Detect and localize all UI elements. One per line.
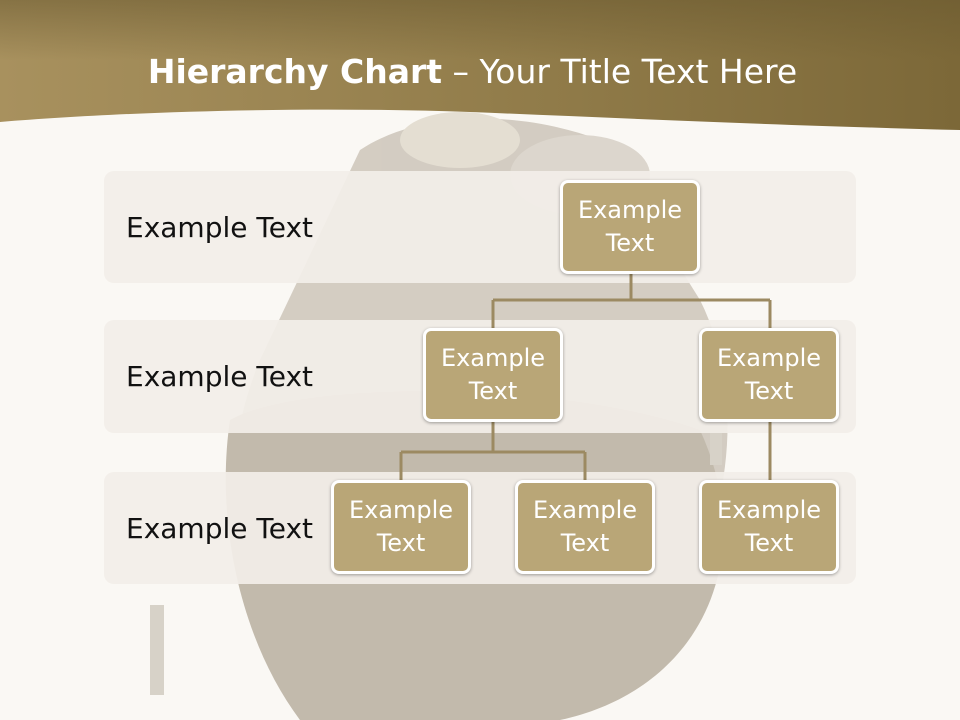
title-bold: Hierarchy Chart	[147, 52, 443, 91]
node-leaf-1-line1: Example	[348, 496, 454, 524]
level-band-1: Example Text	[104, 171, 856, 283]
slide-title: Hierarchy Chart – Your Title Text Here	[0, 52, 945, 91]
node-child-right-line1: Example	[716, 344, 822, 372]
node-leaf-3[interactable]: Example Text	[699, 480, 839, 574]
node-child-right[interactable]: Example Text	[699, 328, 839, 422]
node-root[interactable]: Example Text	[560, 180, 700, 274]
node-leaf-1[interactable]: Example Text	[331, 480, 471, 574]
node-root-line1: Example	[577, 196, 683, 224]
node-leaf-1-line2: Text	[376, 529, 426, 557]
node-leaf-3-line2: Text	[744, 529, 794, 557]
node-leaf-2[interactable]: Example Text	[515, 480, 655, 574]
level-label-2: Example Text	[126, 360, 314, 393]
node-leaf-2-line2: Text	[560, 529, 610, 557]
node-child-left-line2: Text	[468, 377, 518, 405]
level-label-3: Example Text	[126, 511, 314, 545]
level-label-1: Example Text	[126, 210, 314, 244]
title-rest: – Your Title Text Here	[442, 52, 798, 91]
node-child-left[interactable]: Example Text	[423, 328, 563, 422]
node-leaf-3-line1: Example	[716, 496, 822, 524]
node-child-right-line2: Text	[744, 377, 794, 405]
node-root-line2: Text	[605, 229, 655, 257]
node-leaf-2-line1: Example	[532, 496, 638, 524]
node-child-left-line1: Example	[440, 344, 546, 372]
